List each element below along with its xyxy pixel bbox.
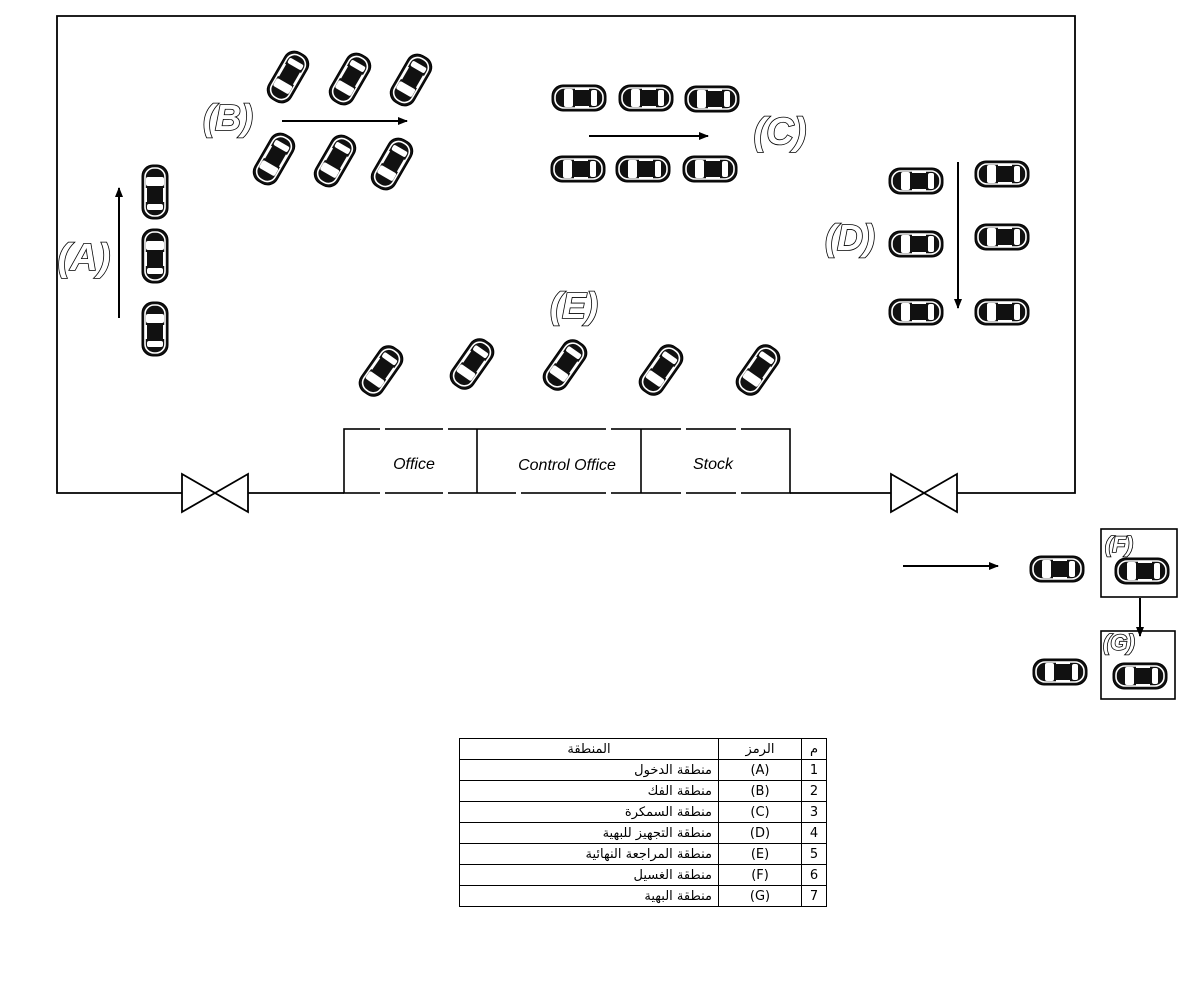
zone-label-e: (E) [550, 285, 598, 326]
legend-symbol-cell: (G) [718, 885, 802, 907]
table-row: منطقة الفك (B) 2 [459, 780, 827, 802]
table-row: منطقة البهية (G) 7 [459, 885, 827, 907]
zone-label-d: (D) [825, 217, 875, 258]
cars-zone-f-g [1029, 555, 1170, 690]
legend-number-cell: 7 [801, 885, 827, 907]
legend-symbol-cell: (E) [718, 843, 802, 865]
gate-left [181, 472, 249, 514]
legend-number-cell: 4 [801, 822, 827, 844]
door-gaps [380, 427, 741, 495]
legend-area-cell: منطقة الفك [459, 780, 719, 802]
legend-header-area: المنطقة [459, 738, 719, 760]
zone-f-box [1100, 528, 1178, 598]
legend-number-cell: 6 [801, 864, 827, 886]
legend-area-cell: منطقة التجهيز للبهية [459, 822, 719, 844]
legend-symbol-cell: (D) [718, 822, 802, 844]
legend-symbol-cell: (C) [718, 801, 802, 823]
legend-symbol-cell: (B) [718, 780, 802, 802]
zones-legend-table: المنطقة الرمز م منطقة الدخول (A) 1 منطقة… [459, 738, 827, 907]
cars-zone-a [141, 164, 169, 357]
zone-label-g: (G) [1103, 630, 1135, 655]
control-office-label: Control Office [518, 457, 616, 474]
legend-symbol-cell: (A) [718, 759, 802, 781]
table-row: منطقة الدخول (A) 1 [459, 759, 827, 781]
table-row: منطقة السمكرة (C) 3 [459, 801, 827, 823]
legend-area-cell: منطقة الدخول [459, 759, 719, 781]
gate-right [890, 472, 958, 514]
table-row: منطقة التجهيز للبهية (D) 4 [459, 822, 827, 844]
flow-arrows [115, 117, 1144, 637]
table-row: منطقة الغسيل (F) 6 [459, 864, 827, 886]
rooms-block [343, 428, 791, 494]
legend-header-symbol: الرمز [718, 738, 802, 760]
table-row: منطقة المراجعة النهائية (E) 5 [459, 843, 827, 865]
legend-number-cell: 2 [801, 780, 827, 802]
legend-area-cell: منطقة السمكرة [459, 801, 719, 823]
zone-label-f: (F) [1105, 532, 1133, 557]
legend-area-cell: منطقة الغسيل [459, 864, 719, 886]
zone-g-box [1100, 630, 1176, 700]
legend-number-cell: 1 [801, 759, 827, 781]
cars-zone-c [550, 84, 740, 183]
zone-label-c: (C) [754, 111, 807, 153]
legend-area-cell: منطقة البهية [459, 885, 719, 907]
cars-zone-e [354, 333, 785, 402]
legend-symbol-cell: (F) [718, 864, 802, 886]
legend-number-cell: 5 [801, 843, 827, 865]
building-outline [56, 15, 1076, 494]
zone-label-b: (B) [203, 97, 253, 138]
legend-header-row: المنطقة الرمز م [459, 738, 827, 760]
stock-label: Stock [693, 456, 734, 473]
legend-number-cell: 3 [801, 801, 827, 823]
zone-label-a: (A) [58, 237, 111, 279]
legend-header-number: م [801, 738, 827, 760]
office-label: Office [393, 456, 435, 473]
legend-area-cell: منطقة المراجعة النهائية [459, 843, 719, 865]
